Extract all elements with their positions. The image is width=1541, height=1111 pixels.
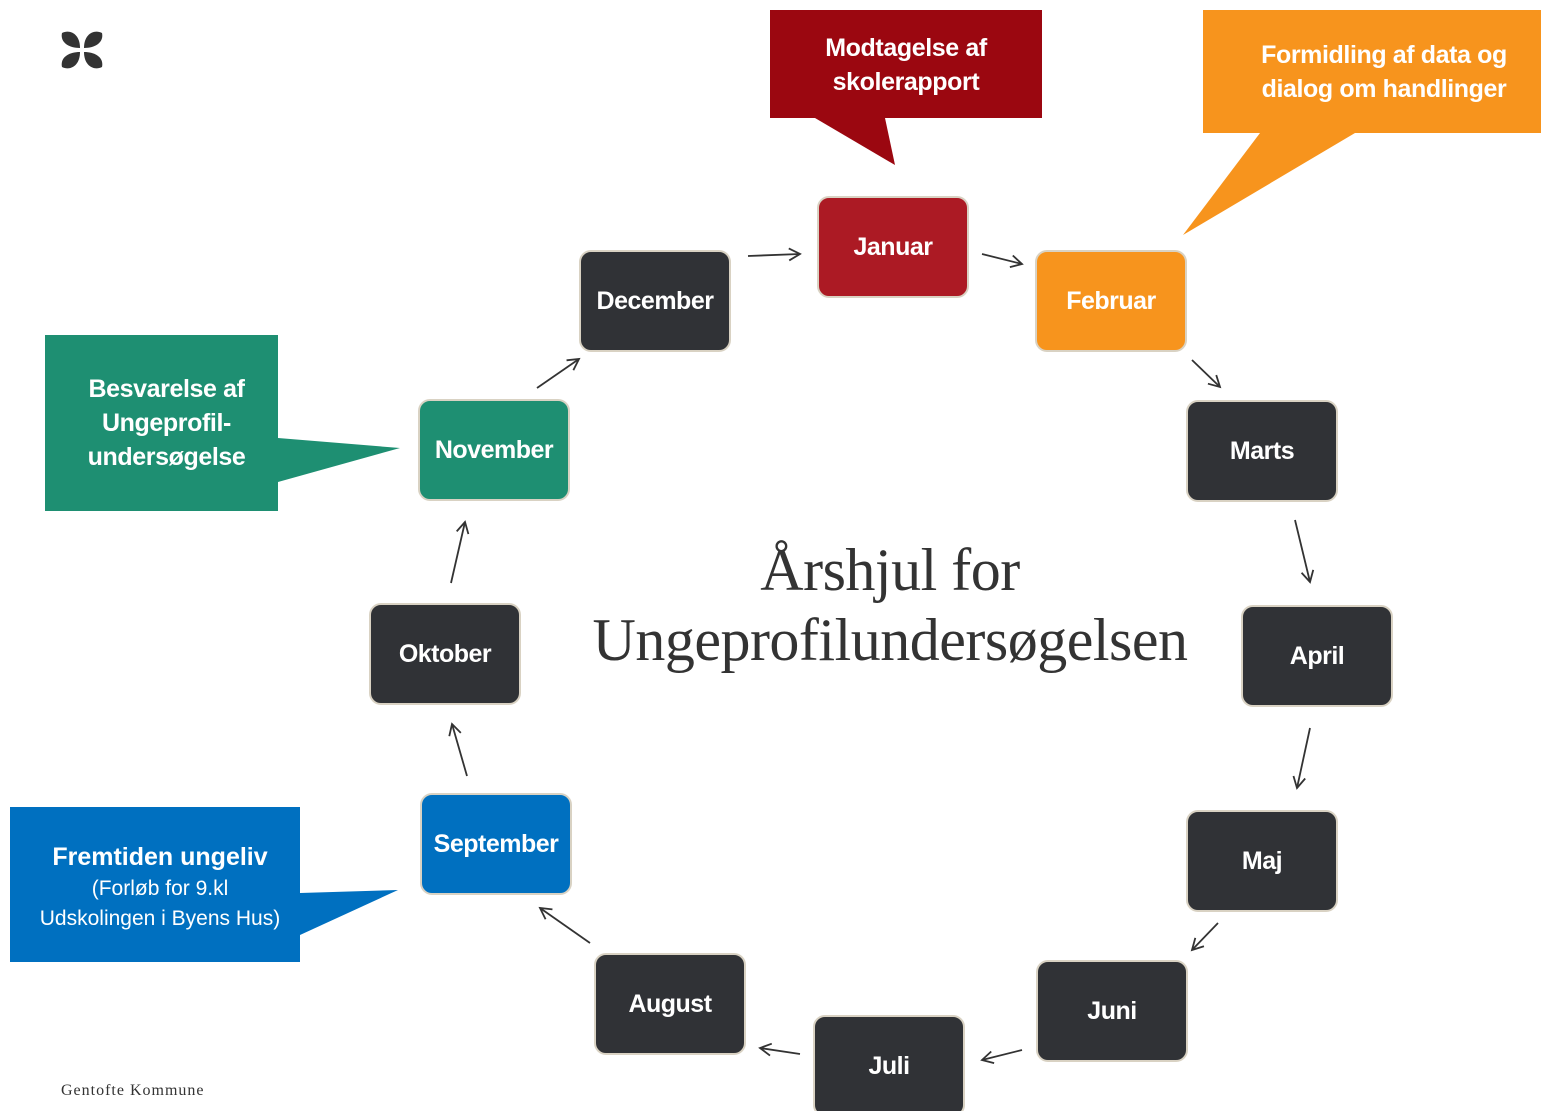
month-november: November — [418, 399, 570, 501]
arrow-maj-juni — [1190, 922, 1219, 952]
month-august: August — [594, 953, 746, 1055]
month-september: September — [420, 793, 572, 895]
callout-september-line1: Fremtiden ungeliv — [52, 843, 268, 871]
arrow-august-september — [538, 906, 591, 944]
callout-februar-shape — [1183, 10, 1541, 235]
arrow-marts-april — [1294, 519, 1315, 584]
arrow-oktober-november — [450, 520, 470, 584]
callout-november: Besvarelse af Ungeprofil- undersøgelse — [50, 372, 283, 474]
callout-januar-line2: skolerapport — [832, 68, 980, 96]
arrow-november-december — [536, 357, 581, 389]
callout-januar: Modtagelse af skolerapport — [770, 31, 1042, 99]
callout-februar-line1: Formidling af data og — [1261, 41, 1507, 69]
callout-november-line2: Ungeprofil- — [102, 409, 231, 437]
month-marts: Marts — [1186, 400, 1338, 502]
month-december: December — [579, 250, 731, 352]
callout-september-line2: (Forløb for 9.kl — [91, 877, 229, 900]
arrow-februar-marts — [1191, 359, 1222, 389]
callout-november-line1: Besvarelse af — [88, 375, 245, 403]
diagram-title: Årshjul for Ungeprofilundersøgelsen — [560, 535, 1220, 675]
month-maj: Maj — [1186, 810, 1338, 912]
arrow-december-januar — [747, 247, 802, 262]
arrow-september-oktober — [448, 722, 468, 777]
title-line1: Årshjul for — [760, 537, 1020, 603]
month-juni: Juni — [1036, 960, 1188, 1062]
callout-januar-shape — [770, 10, 1042, 165]
month-juli: Juli — [813, 1015, 965, 1111]
callout-september-line3: Udskolingen i Byens Hus) — [39, 907, 281, 930]
month-januar: Januar — [817, 196, 969, 298]
callout-februar: Formidling af data og dialog om handling… — [1215, 38, 1541, 106]
arrow-april-maj — [1292, 727, 1311, 790]
month-oktober: Oktober — [369, 603, 521, 705]
footer-organization: Gentofte Kommune — [61, 1082, 205, 1099]
gentofte-clover-logo-icon — [61, 31, 103, 69]
callout-september: Fremtiden ungeliv (Forløb for 9.kl Udsko… — [10, 840, 310, 934]
arrow-juni-juli — [980, 1049, 1023, 1065]
month-februar: Februar — [1035, 250, 1187, 352]
month-april: April — [1241, 605, 1393, 707]
callout-september-shape — [10, 807, 398, 962]
callout-februar-line2: dialog om handlinger — [1261, 75, 1507, 103]
arrow-januar-februar — [981, 253, 1024, 269]
arrow-juli-august — [758, 1042, 801, 1057]
callout-november-line3: undersøgelse — [87, 443, 246, 471]
callout-januar-line1: Modtagelse af — [825, 34, 987, 62]
callout-november-shape — [45, 335, 400, 511]
title-line2: Ungeprofilundersøgelsen — [592, 607, 1188, 673]
